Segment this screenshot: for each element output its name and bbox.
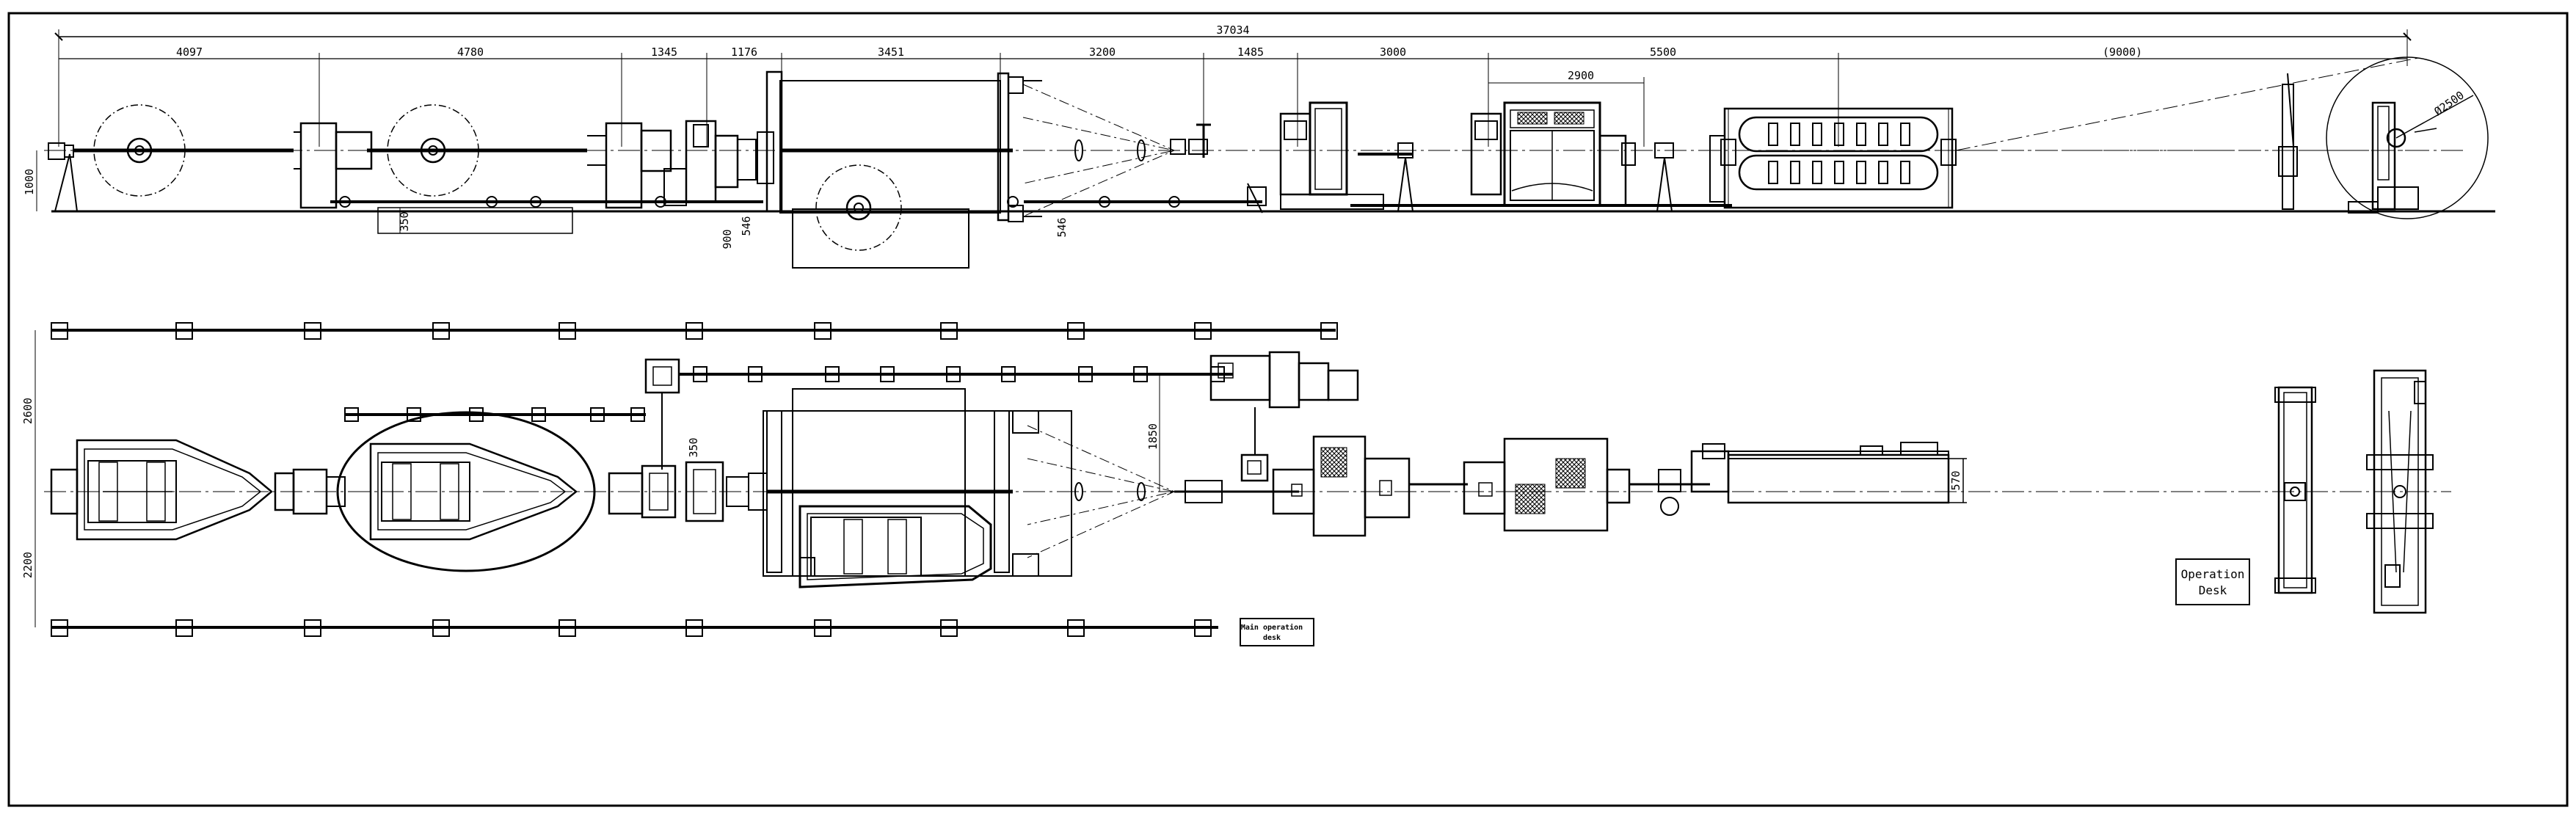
drawing-frame <box>7 12 2569 807</box>
dim-depth-900: 900 <box>721 229 734 249</box>
dim-diameter: Ø2500 <box>2431 89 2466 119</box>
main-operation-desk: Main operation desk <box>1240 618 1314 646</box>
dim-plan-1850: 1850 <box>1146 423 1160 450</box>
dim-sub-2900: 2900 <box>1568 69 1594 82</box>
main-operation-desk-line1: Main operation <box>1241 623 1303 632</box>
dim-plan-2600: 2600 <box>21 398 34 424</box>
dim-segment-8: 3000 <box>1380 45 1406 59</box>
dim-segment-1: 4097 <box>176 45 203 59</box>
dim-segment-10: (9000) <box>2103 45 2142 59</box>
dim-segment-9: 5500 <box>1650 45 1676 59</box>
dim-depth-350: 350 <box>398 211 411 231</box>
dim-segment-7: 1485 <box>1237 45 1264 59</box>
dim-segment-6: 3200 <box>1089 45 1116 59</box>
operation-desk-line2: Desk <box>2199 583 2227 597</box>
dim-depth-546-right: 546 <box>1055 217 1069 237</box>
dim-segment-5: 3451 <box>878 45 904 59</box>
main-operation-desk-line2: desk <box>1263 634 1281 642</box>
dim-segment-4: 1176 <box>731 45 757 59</box>
elevation-view <box>36 29 2495 269</box>
dim-plan-2200: 2200 <box>21 552 34 578</box>
dim-height-1000: 1000 <box>23 169 36 195</box>
dim-segment-3: 1345 <box>651 45 677 59</box>
dim-plan-570: 570 <box>1949 470 1962 490</box>
dim-plan-350: 350 <box>687 437 700 457</box>
dim-segment-2: 4780 <box>457 45 484 59</box>
plan-view <box>34 322 2451 637</box>
dim-depth-546-left: 546 <box>740 216 753 236</box>
operation-desk-line1: Operation <box>2181 567 2245 581</box>
dim-overall: 37034 <box>1216 23 1249 37</box>
